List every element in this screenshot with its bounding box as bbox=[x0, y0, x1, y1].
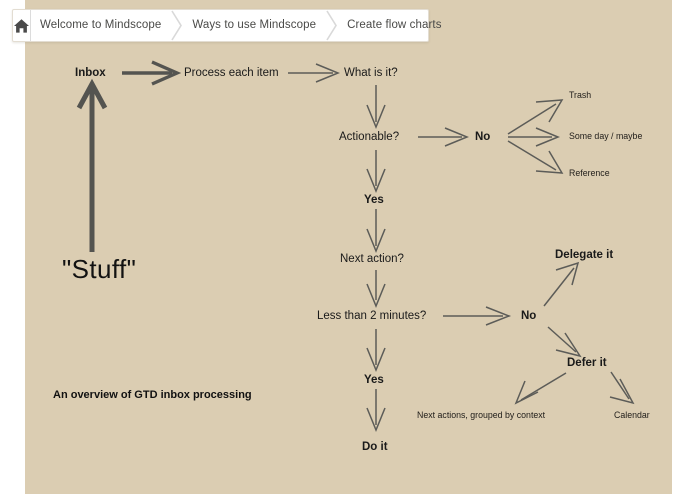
diagram-caption: An overview of GTD inbox processing bbox=[53, 389, 252, 401]
node-inbox: Inbox bbox=[75, 67, 106, 79]
node-process-each-item: Process each item bbox=[184, 67, 279, 79]
node-do-it: Do it bbox=[362, 441, 388, 453]
breadcrumb: Welcome to Mindscope Ways to use Mindsco… bbox=[12, 9, 441, 42]
node-no-top: No bbox=[475, 131, 491, 143]
chevron-right-icon bbox=[324, 9, 338, 42]
node-someday-maybe: Some day / maybe bbox=[569, 131, 643, 141]
node-what-is-it: What is it? bbox=[344, 67, 398, 79]
node-yes-bottom: Yes bbox=[364, 374, 384, 386]
node-trash: Trash bbox=[569, 90, 592, 100]
home-icon bbox=[13, 18, 30, 34]
node-defer-it: Defer it bbox=[567, 357, 607, 369]
node-less-than-2-min: Less than 2 minutes? bbox=[317, 310, 427, 322]
breadcrumb-item-1[interactable]: Ways to use Mindscope bbox=[192, 18, 317, 31]
node-delegate-it: Delegate it bbox=[555, 249, 614, 261]
flowchart-canvas bbox=[25, 0, 672, 494]
node-no-bottom: No bbox=[521, 310, 537, 322]
node-yes-top: Yes bbox=[364, 194, 384, 206]
node-reference: Reference bbox=[569, 168, 610, 178]
chevron-right-icon bbox=[169, 9, 183, 42]
node-calendar: Calendar bbox=[614, 410, 650, 420]
breadcrumb-item-0[interactable]: Welcome to Mindscope bbox=[40, 18, 162, 31]
node-next-action: Next action? bbox=[340, 253, 404, 265]
breadcrumb-item-2[interactable]: Create flow charts bbox=[347, 18, 442, 31]
home-button[interactable] bbox=[13, 10, 31, 41]
node-stuff: "Stuff" bbox=[62, 254, 137, 284]
node-next-actions-by-context: Next actions, grouped by context bbox=[417, 410, 546, 420]
node-actionable: Actionable? bbox=[339, 131, 400, 143]
